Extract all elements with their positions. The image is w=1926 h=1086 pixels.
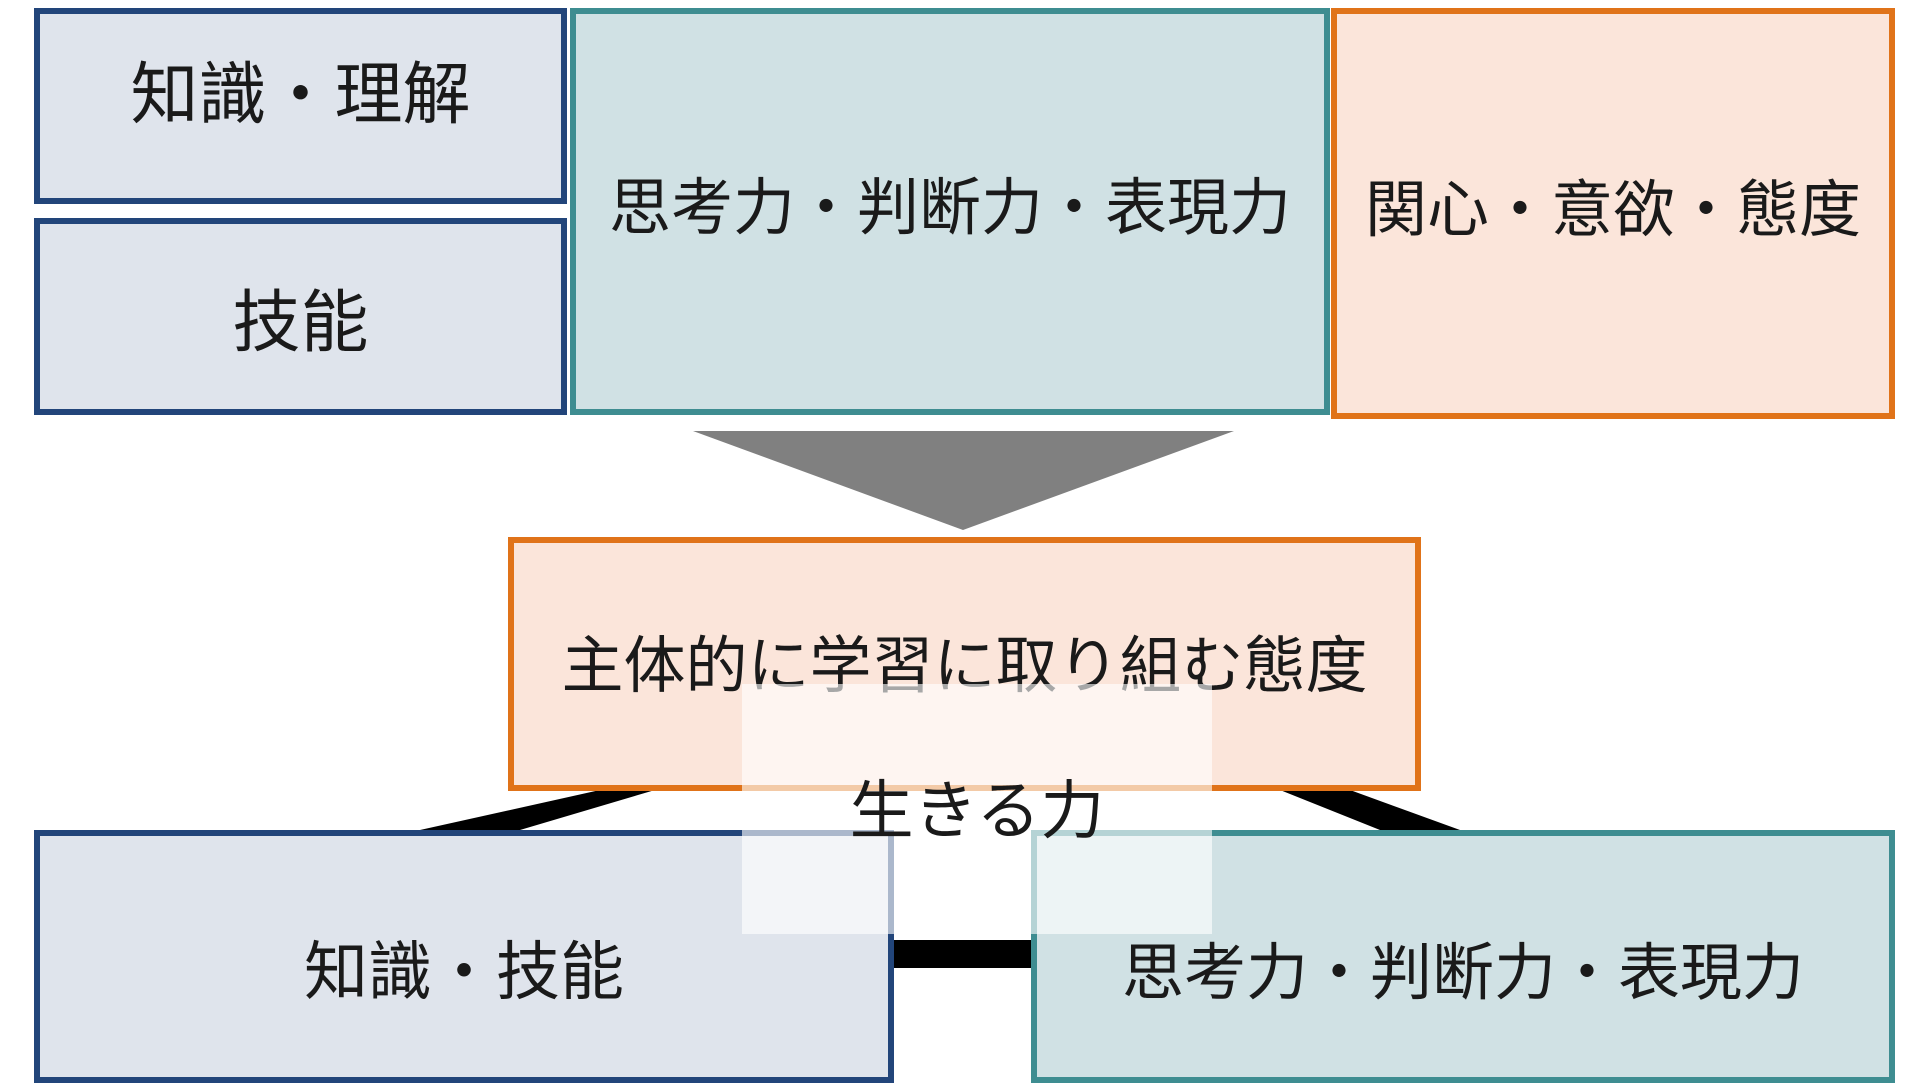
box-knowledge-skills-label: 知識・技能 <box>304 935 624 1010</box>
box-thinking-judgment-expression-bottom: 思考力・判断力・表現力 <box>1031 830 1895 1083</box>
zest-for-living-label: 生きる力 <box>849 775 1105 849</box>
connector-right-diagonal <box>1280 790 1460 830</box>
box-thinking-bottom-label: 思考力・判断力・表現力 <box>1121 935 1804 1009</box>
center-highlight-overlay <box>742 684 1212 934</box>
connector-horizontal <box>894 940 1031 968</box>
box-proactive-learning-attitude: 主体的に学習に取り組む態度 <box>508 537 1421 791</box>
box-interest-label: 関心・意欲・態度 <box>1364 172 1861 246</box>
box-skills-label: 技能 <box>232 284 369 363</box>
box-skills: 技能 <box>34 218 567 415</box>
down-arrow-icon <box>693 431 1234 530</box>
box-thinking-judgment-expression-top: 思考力・判断力・表現力 <box>570 8 1330 415</box>
box-knowledge-understanding: 知識・理解 <box>34 8 567 204</box>
box-knowledge-understanding-label: 知識・理解 <box>130 55 471 135</box>
connector-left-diagonal <box>420 790 655 830</box>
box-interest-motivation-attitude: 関心・意欲・態度 <box>1331 8 1895 419</box>
box-thinking-top-label: 思考力・判断力・表現力 <box>608 170 1291 244</box>
